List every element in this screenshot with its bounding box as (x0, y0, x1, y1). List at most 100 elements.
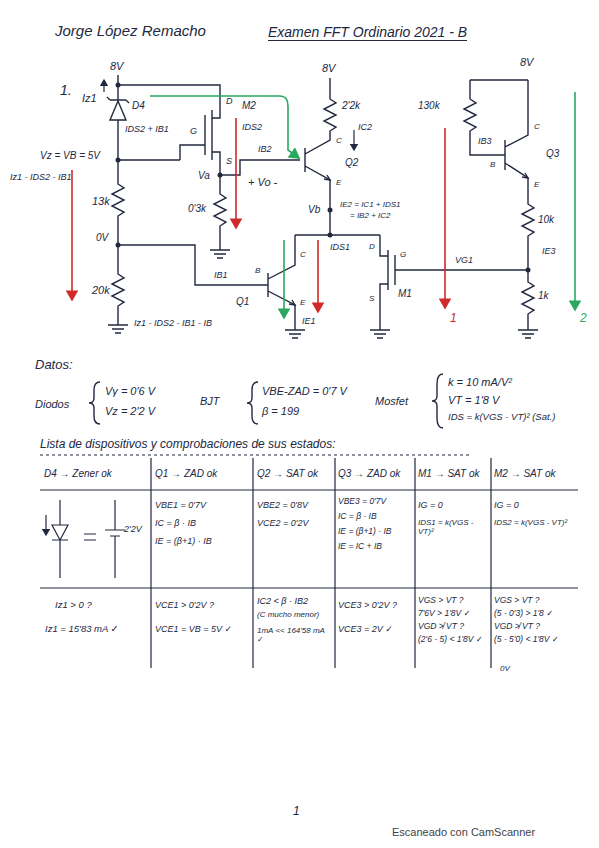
table-cell: IDS1 = k(VGS - VT)² (418, 518, 488, 536)
handwritten-label: = IB2 + IC2 (350, 211, 390, 220)
table-cell: Iz1 > 0 ? (55, 600, 149, 611)
handwritten-label: + Vo - (248, 176, 277, 189)
handwritten-label: Jorge López Remacho (55, 22, 206, 39)
table-cell: IE = IC + IB (338, 542, 412, 552)
handwritten-label: Diodos (35, 398, 69, 411)
table-cell: M2 → SAT ok (494, 468, 556, 480)
handwritten-label: 8V (520, 56, 533, 69)
g-shape (89, 374, 443, 428)
handwritten-label: 8V (322, 62, 335, 75)
handwritten-label: Datos: (35, 358, 73, 373)
circle-shape (526, 268, 531, 273)
handwritten-label: Vz = 2'2 V (105, 405, 155, 418)
handwritten-label: D (226, 96, 233, 106)
circle-shape (116, 158, 121, 163)
use-shape (522, 200, 534, 240)
handwritten-label: C (336, 136, 342, 145)
handwritten-label: IE3 (542, 246, 556, 256)
table-cell: IG = 0 (494, 500, 576, 510)
table-cell: IE = (β+1) · IB (155, 536, 251, 546)
table-cell: VGS > VT ? (494, 596, 576, 606)
table-cell: VBE1 = 0'7V (155, 500, 251, 510)
handwritten-label: 1 (293, 805, 300, 819)
handwritten-label: 1. (60, 82, 72, 98)
table-cell: Q3 → ZAD ok (338, 468, 400, 480)
table-cell: IC = β · IB (155, 518, 251, 528)
path-shape (470, 80, 528, 330)
handwritten-label: Lista de dispositivos y comprobaciones d… (40, 438, 336, 452)
handwritten-label: IE1 (302, 316, 316, 326)
handwritten-label: Iz1 - IDS2 - IB1 - IB (134, 318, 212, 328)
table-cell: VGD ≯ VT ? (494, 622, 576, 632)
path-shape (324, 175, 330, 180)
use-shape (324, 95, 336, 135)
table-cell: 1mA << 164'58 mA ✓ (257, 626, 333, 644)
handwritten-label: S (226, 156, 232, 166)
handwritten-label: M1 (398, 288, 412, 300)
path-shape (353, 130, 354, 150)
handwritten-label: BJT (200, 395, 220, 408)
path-shape (40, 454, 470, 455)
handwritten-label: IC2 (358, 122, 372, 132)
handwritten-label: Q2 (345, 157, 358, 169)
path-shape (71, 170, 73, 300)
handwritten-label: IDS1 (330, 242, 350, 252)
handwritten-label: IB3 (478, 136, 492, 146)
handwritten-label: 13k (92, 195, 110, 208)
circle-shape (328, 208, 333, 213)
use-shape (464, 95, 476, 135)
handwritten-label: B (255, 266, 260, 275)
handwritten-label: IB1 (214, 270, 228, 280)
handwritten-label: M2 (242, 100, 256, 112)
table-cell: VCE1 = VB = 5V ✓ (155, 624, 251, 634)
path-shape (84, 534, 96, 540)
handwritten-label: 2 (580, 312, 587, 326)
table-cell: Iz1 = 15'83 mA ✓ (45, 624, 149, 635)
handwritten-label: D (369, 242, 375, 251)
handwritten-label: Vz = VB = 5V (40, 150, 100, 162)
table-cell: VBE3 = 0'7V (338, 497, 412, 507)
handwritten-label: VT = 1'8 V (448, 394, 499, 407)
path-shape (103, 80, 104, 92)
table-cell: 0V (500, 664, 510, 673)
handwritten-label: E (336, 178, 341, 187)
path-shape (235, 118, 237, 228)
handwritten-label: E (300, 298, 305, 307)
use-shape (214, 190, 226, 230)
handwritten-label: 1k (538, 290, 549, 302)
handwritten-label: IB2 (258, 144, 272, 154)
path-shape (289, 300, 295, 305)
handwritten-label: Vγ = 0'6 V (105, 385, 155, 398)
table-cell: (2'6 - 5) < 1'8V ✓ (418, 635, 490, 645)
table-cell: VBE2 = 0'8V (257, 500, 333, 510)
path-shape (118, 245, 268, 285)
exam-title: Examen FFT Ordinario 2021 - B (268, 24, 467, 41)
table-cell: VCE3 = 2V ✓ (338, 624, 412, 634)
handwritten-label: G (400, 250, 406, 259)
table-cell: M1 → SAT ok (418, 468, 480, 480)
handwritten-label: 0'3k (188, 203, 206, 215)
handwritten-label: Q3 (546, 148, 559, 160)
table-cell: VCE2 = 0'2V (257, 518, 333, 528)
table-cell: 2'2V (124, 524, 142, 534)
handwritten-label: C (534, 122, 540, 131)
handwritten-label: Q1 (236, 296, 249, 308)
path-shape (380, 235, 528, 330)
table-cell: D4 → Zener ok (44, 468, 112, 480)
handwritten-label: 20k (92, 284, 110, 297)
g-shape (40, 455, 578, 668)
table-cell: IG = 0 (418, 500, 488, 510)
table-cell: IDS2 = k(VGS - VT)² (494, 518, 576, 527)
handwritten-label: IE2 = IC1 + IDS1 (340, 200, 400, 209)
circle-shape (328, 233, 333, 238)
path-shape (150, 96, 299, 158)
g-shape (116, 83, 531, 273)
handwritten-label: IDS2 + IB1 (125, 124, 169, 134)
handwritten-label: E (534, 180, 539, 189)
handwritten-label: 10k (538, 214, 554, 226)
path-shape (295, 234, 380, 235)
table-cell: (C mucho menor) (257, 610, 333, 619)
handwritten-label: B (490, 160, 495, 169)
